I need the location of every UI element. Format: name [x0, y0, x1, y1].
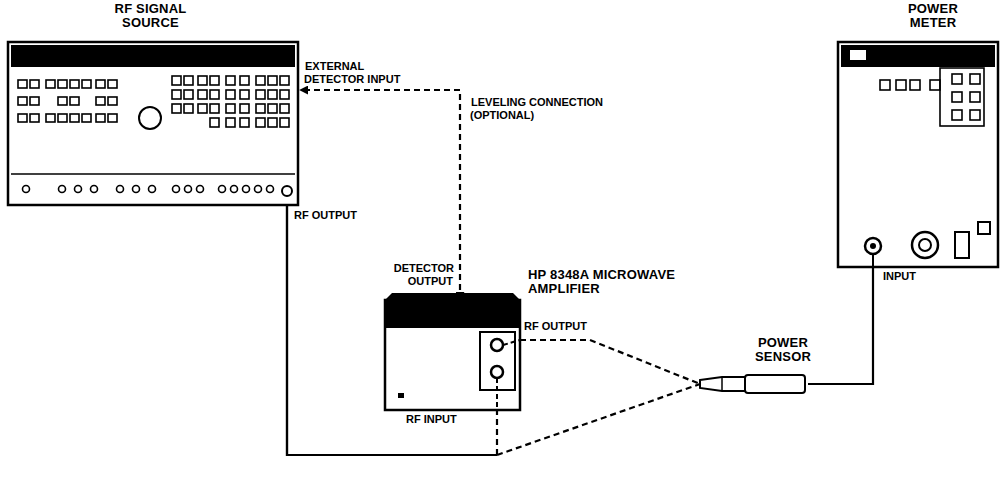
rf-cable [808, 267, 873, 384]
port-label-text: RF OUTPUT [523, 320, 588, 332]
port-label-text: DETECTOR OUTPUT [393, 262, 454, 287]
amplifier: HP 8348A MICROWAVE AMPLIFIER [385, 300, 520, 410]
power-meter: POWER METER [838, 2, 998, 267]
cable-segment [287, 205, 497, 455]
amplifier-drawing [385, 293, 520, 410]
leveling-cable [300, 90, 460, 300]
port-label: EXTERNAL DETECTOR INPUT [304, 60, 412, 86]
port-label-text: INPUT [882, 270, 917, 282]
power-sensor-drawing [700, 375, 805, 393]
rf-cable [520, 340, 700, 384]
instrument-name: RF SIGNAL SOURCE [88, 2, 213, 30]
cable-segment [496, 410, 498, 455]
signal-source-drawing [8, 42, 298, 205]
power-meter-drawing [838, 42, 998, 267]
cable-segment [287, 205, 497, 455]
power-sensor: POWER SENSOR [700, 374, 808, 394]
port-label: RF OUTPUT [293, 209, 363, 222]
port-label: RF OUTPUT [523, 320, 593, 333]
cable-segment [497, 384, 700, 455]
connection-label: LEVELING CONNECTION (OPTIONAL) [470, 96, 620, 122]
port-label-text: RF OUTPUT [293, 209, 358, 221]
instrument-name: HP 8348A MICROWAVE AMPLIFIER [528, 268, 678, 296]
connection-label-text: LEVELING CONNECTION (OPTIONAL) [470, 96, 603, 121]
rf-cable [287, 205, 497, 455]
instrument-name: POWER SENSOR [750, 336, 816, 364]
port-label-text: RF INPUT [405, 413, 458, 425]
cable-segment [520, 340, 700, 384]
cable-segment [300, 90, 460, 300]
instrument-name: POWER METER [888, 2, 978, 30]
signal-source: RF SIGNAL SOURCE [8, 2, 300, 205]
port-label: RF INPUT [405, 413, 475, 426]
port-label-text: EXTERNAL DETECTOR INPUT [304, 60, 401, 85]
cable-segment [808, 267, 873, 384]
rf-cable [287, 205, 700, 455]
port-label: INPUT [882, 270, 942, 283]
port-label: DETECTOR OUTPUT [380, 262, 454, 288]
